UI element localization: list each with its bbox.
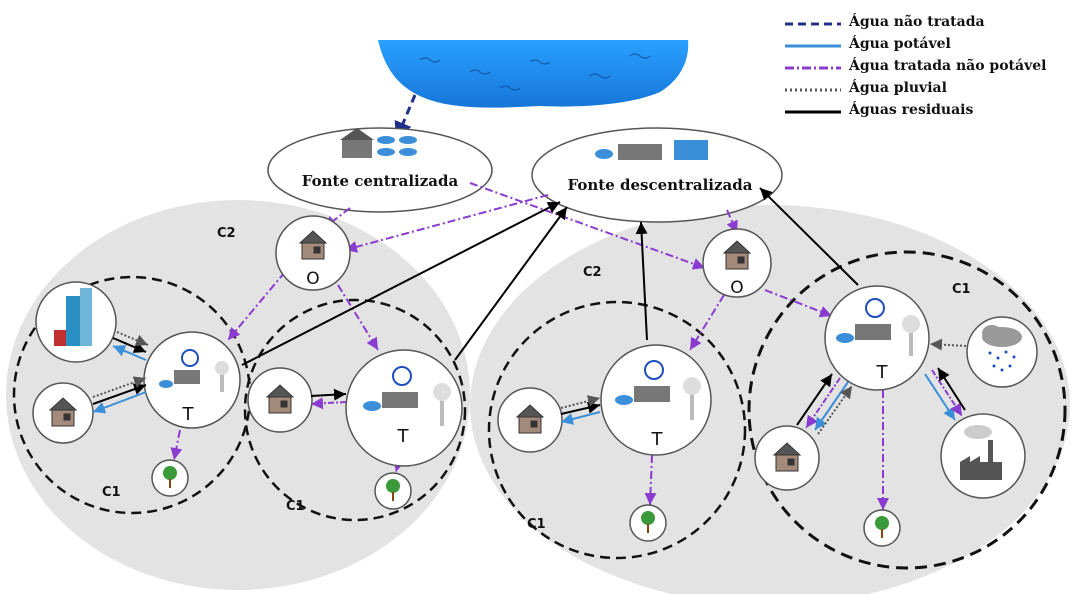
rain-cloud-icon [982, 325, 1022, 372]
decentralized-plant-icon [595, 140, 708, 160]
centralized-plant-icon [340, 128, 417, 158]
t-label-left-b: T [397, 426, 410, 447]
highrise-icon [54, 288, 92, 346]
house-icon [48, 230, 802, 472]
c2-label-right: C2 [583, 265, 602, 280]
legend-item-untreated: Água não tratada [783, 14, 1083, 36]
c1-label-right-b: C1 [952, 282, 971, 297]
legend: Água não tratada Água potável Água trata… [783, 14, 1083, 124]
legend-line-nonpotable [785, 66, 841, 70]
treatment-station-icon [159, 298, 920, 426]
zone-c2-right [470, 205, 1070, 594]
t-label-left-a: T [182, 404, 195, 425]
legend-line-wastewater [785, 110, 841, 114]
c1-label-left-b: C1 [286, 499, 305, 514]
legend-line-rain [785, 88, 841, 92]
o-label-left: O [306, 269, 319, 289]
legend-item-rain: Água pluvial [783, 80, 1083, 102]
c1-label-left-a: C1 [102, 485, 121, 500]
o-label-right: O [730, 278, 743, 298]
legend-line-potable [785, 44, 841, 48]
legend-line-untreated [785, 22, 841, 26]
t-label-right-b: T [876, 362, 889, 383]
legend-label-potable: Água potável [849, 36, 951, 52]
legend-label-wastewater: Águas residuais [849, 102, 974, 118]
centralized-source-label: Fonte centralizada [302, 172, 459, 190]
legend-item-wastewater: Águas residuais [783, 102, 1083, 124]
t-label-right-a: T [651, 429, 664, 450]
decentralized-source-label: Fonte descentralizada [568, 176, 753, 194]
factory-icon [960, 425, 1002, 480]
legend-item-potable: Água potável [783, 36, 1083, 58]
legend-label-rain: Água pluvial [849, 80, 947, 96]
centralized-source-node [267, 127, 493, 213]
lake [378, 40, 689, 108]
c2-label-left: C2 [217, 226, 236, 241]
legend-label-untreated: Água não tratada [849, 14, 985, 30]
c1-boundary-right-a [487, 300, 747, 560]
lake-waves [419, 53, 651, 91]
legend-label-nonpotable: Água tratada não potável [849, 58, 1047, 74]
tree-icon [163, 466, 889, 538]
legend-item-nonpotable: Água tratada não potável [783, 58, 1083, 80]
c1-boundary-right-b [747, 250, 1067, 570]
c1-label-right-a: C1 [527, 517, 546, 532]
decentralized-source-node [531, 127, 783, 223]
c1-boundary-left-b [243, 298, 467, 522]
